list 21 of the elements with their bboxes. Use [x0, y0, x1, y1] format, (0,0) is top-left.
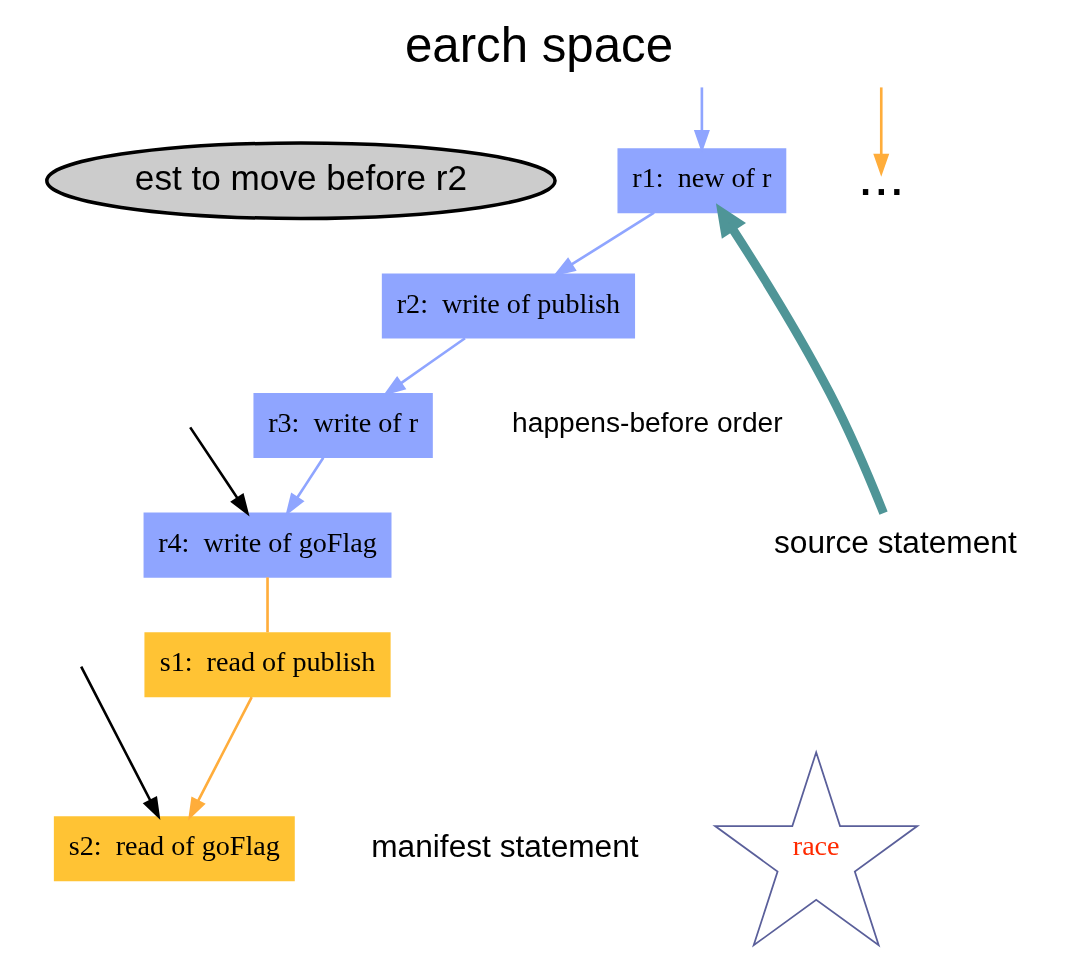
arrow	[553, 210, 655, 276]
node-ellipse: est to move before r2	[45, 140, 557, 220]
label: happens-before order	[512, 406, 783, 438]
node-text: manifest statement	[371, 827, 639, 864]
node-box: s1: read of publish	[144, 631, 391, 697]
node-box: r4: write of goFlag	[143, 512, 392, 578]
node-box: r3: write of r	[253, 392, 433, 458]
arrow	[189, 426, 250, 516]
arrow	[873, 86, 890, 177]
diagram-title: earch space	[404, 16, 674, 72]
arrow	[715, 202, 888, 515]
node-text: ...	[857, 143, 905, 207]
node-box: r1: new of r	[617, 147, 787, 213]
node-box: r2: write of publish	[381, 272, 636, 338]
arrow	[383, 336, 466, 396]
arrow	[285, 456, 325, 516]
connector	[266, 576, 269, 632]
arrow	[80, 665, 161, 820]
node-text: source statement	[773, 523, 1017, 560]
node-box: s2: read of goFlag	[53, 815, 295, 881]
arrow	[188, 696, 253, 820]
